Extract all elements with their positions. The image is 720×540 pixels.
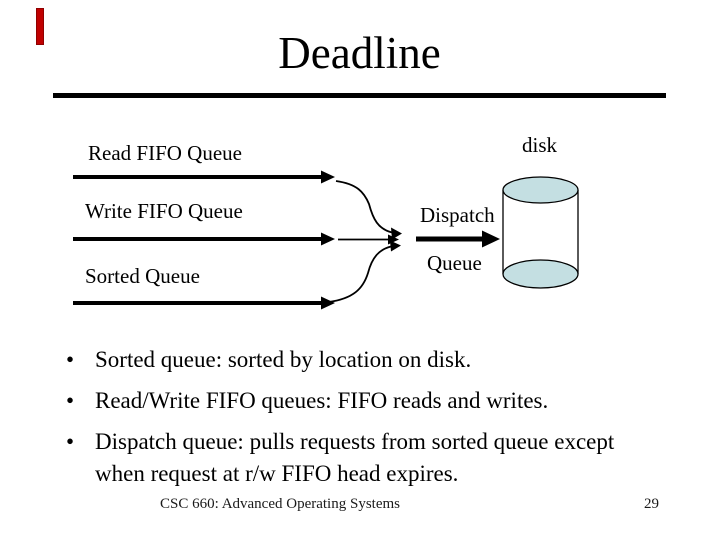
bullet-dispatch-queue: Dispatch queue: pulls requests from sort… (58, 426, 670, 490)
disk-cylinder (502, 176, 579, 289)
write-queue-arrow (73, 232, 335, 246)
dispatch-label: Dispatch (420, 203, 495, 227)
sorted-queue-arrow (73, 296, 335, 310)
page-number: 29 (644, 496, 659, 512)
bullet-list: Sorted queue: sorted by location on disk… (58, 344, 670, 499)
sorted-connector-curve (328, 240, 401, 303)
write-fifo-queue-label: Write FIFO Queue (85, 199, 243, 223)
read-connector-curve (335, 180, 402, 240)
footer-course-title: CSC 660: Advanced Operating Systems (160, 496, 400, 512)
disk-top-ellipse (502, 176, 579, 204)
read-queue-arrow (73, 170, 335, 184)
slide-title: Deadline (278, 28, 441, 78)
write-connector-line (338, 234, 399, 245)
bullet-read-write-fifo: Read/Write FIFO queues: FIFO reads and w… (58, 385, 670, 417)
dispatch-arrow (416, 230, 500, 248)
sorted-queue-label: Sorted Queue (85, 264, 200, 288)
dispatch-queue-label: Queue (427, 251, 482, 275)
red-accent-bar (36, 8, 44, 45)
read-fifo-queue-label: Read FIFO Queue (88, 141, 242, 165)
disk-bottom-ellipse (502, 259, 579, 289)
bullet-sorted-queue: Sorted queue: sorted by location on disk… (58, 344, 670, 376)
title-underline (53, 93, 666, 98)
disk-label: disk (522, 133, 558, 157)
